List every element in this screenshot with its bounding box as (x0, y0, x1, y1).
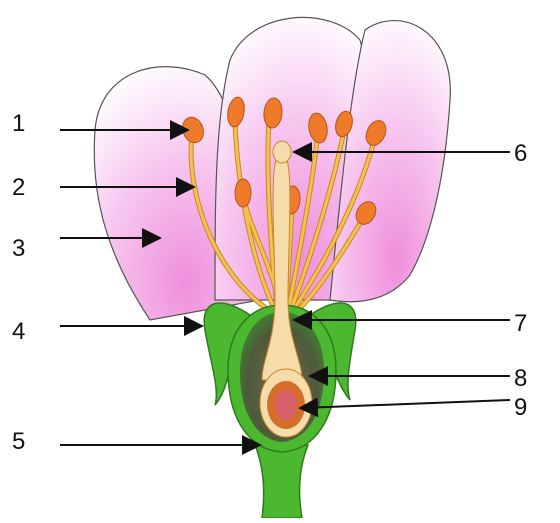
label-8: 8 (514, 367, 527, 391)
label-9: 9 (514, 396, 527, 420)
label-1: 1 (12, 112, 25, 136)
label-2: 2 (12, 176, 25, 200)
stalk (255, 445, 308, 518)
label-5: 5 (12, 430, 25, 454)
label-3: 3 (12, 237, 25, 261)
stigma (273, 141, 291, 163)
egg-cell (275, 390, 297, 420)
label-7: 7 (514, 312, 527, 336)
label-6: 6 (514, 142, 527, 166)
label-4: 4 (12, 320, 25, 344)
